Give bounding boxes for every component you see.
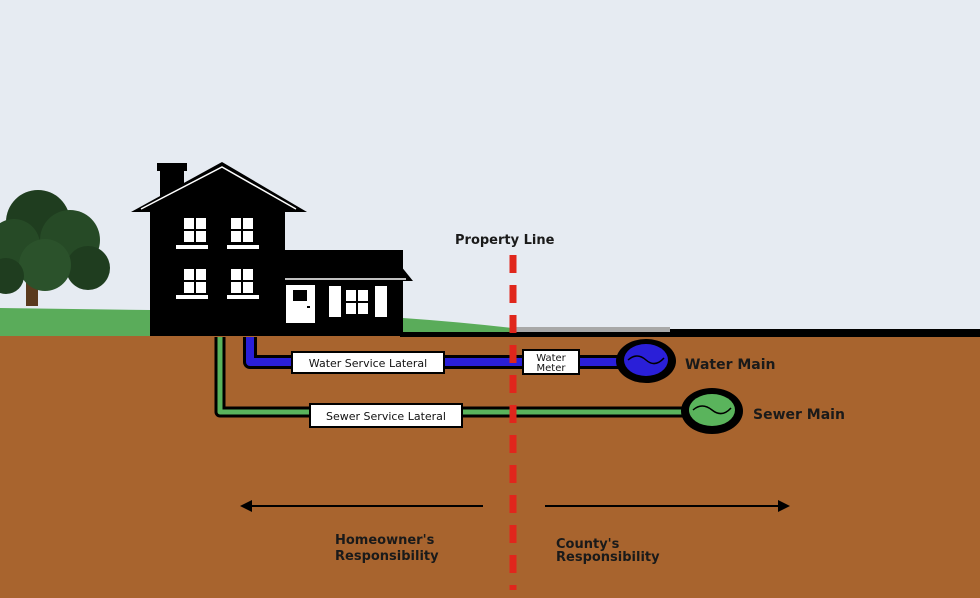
homeowner-label-2: Responsibility: [335, 549, 439, 564]
county-label-1: County's: [556, 537, 620, 552]
grass-left: [0, 308, 150, 336]
homeowner-label-1: Homeowner's: [335, 533, 435, 548]
water-meter-label-2: Meter: [537, 363, 567, 374]
sewer-main-label: Sewer Main: [753, 407, 845, 423]
property-line-label: Property Line: [455, 233, 555, 248]
sidewalk: [512, 327, 670, 336]
sewer-service-lateral-pipe: [214, 337, 690, 418]
homeowner-arrow: [240, 500, 483, 512]
sewer-service-lateral-box: [309, 403, 463, 428]
water-service-lateral-box: [291, 351, 445, 374]
water-meter-label-1: Water: [536, 353, 566, 364]
county-arrow: [545, 500, 790, 512]
tree-icon: [0, 190, 110, 306]
sewer-main-icon: [681, 388, 743, 434]
water-meter-box: [522, 349, 580, 375]
county-label-2: Responsibility: [556, 550, 660, 565]
street-surface: [670, 329, 980, 336]
water-service-lateral-pipe: [243, 337, 625, 369]
ground: [0, 336, 980, 598]
water-main-label: Water Main: [685, 357, 776, 373]
sewer-service-lateral-label: Sewer Service Lateral: [326, 410, 446, 423]
grass-right: [403, 318, 512, 336]
water-main-icon: [616, 339, 676, 383]
house-icon: [131, 162, 413, 336]
water-service-lateral-label: Water Service Lateral: [309, 357, 427, 370]
